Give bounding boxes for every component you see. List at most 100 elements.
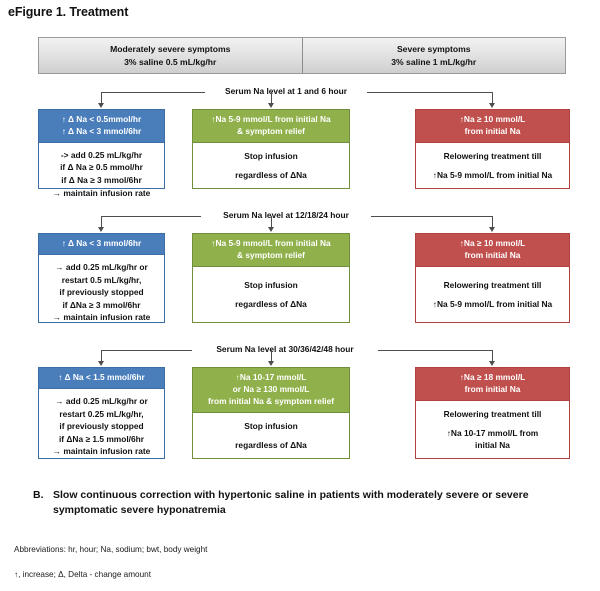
box-body-line: Stop infusion [244, 151, 298, 162]
box-head-line: from initial Na & symptom relief [207, 395, 335, 406]
connector-rail-2: Serum Na level at 12/18/24 hour [0, 208, 600, 232]
box-body-line: restart 0.5 mL/kg/hr, [61, 274, 142, 285]
box-head-line: ↑Na ≥ 10 mmol/L [459, 114, 526, 124]
box-head: ↑Na ≥ 10 mmol/L from initial Na [416, 110, 569, 143]
arrow-down-icon-red [489, 103, 495, 108]
box-body: Relowering treatment till ↑Na 5-9 mmol/L… [416, 267, 569, 322]
box-body-line: if ΔNa ≥ 3 mmol/6hr [62, 299, 141, 310]
box-head: ↑Na 10-17 mmol/L or Na ≥ 130 mmol/L from… [193, 368, 349, 413]
box-body-line: → maintain infusion rate [52, 446, 151, 457]
header-cell-line1: Severe symptoms [396, 44, 471, 55]
box-body-line: → maintain infusion rate [52, 312, 151, 323]
rail-drop-red [492, 216, 493, 228]
box-body-line: regardless of ΔNa [235, 298, 307, 309]
box-head-line: ↑Na ≥ 18 mmol/L [459, 372, 526, 382]
connector-rail-1: Serum Na level at 1 and 6 hour [0, 84, 600, 108]
box-body: -> add 0.25 mL/kg/hr if Δ Na ≥ 0.5 mmol/… [39, 143, 164, 204]
box-body: Stop infusion regardless of ΔNa [193, 143, 349, 188]
box-body-line: -> add 0.25 mL/kg/hr [60, 149, 143, 160]
header-cell-line2: 3% saline 0.5 mL/kg/hr [124, 56, 217, 67]
box-red-row-2: ↑Na ≥ 10 mmol/L from initial Na Reloweri… [415, 233, 570, 323]
box-body-line: if previously stopped [59, 287, 144, 298]
arrow-down-icon-blue [98, 103, 104, 108]
box-body-line: Stop infusion [244, 421, 298, 432]
box-body-line: ↑Na 5-9 mmol/L from initial Na [432, 298, 553, 309]
box-head-line: from initial Na [464, 125, 521, 136]
rail-drop-blue [101, 92, 102, 104]
box-head: ↑Na ≥ 18 mmol/L from initial Na [416, 368, 569, 401]
page-title: eFigure 1. Treatment [8, 5, 129, 19]
box-green-row-1: ↑Na 5-9 mmol/L from initial Na & symptom… [192, 109, 350, 189]
box-body: Stop infusion regardless of ΔNa [193, 413, 349, 458]
header-cell-line1: Moderately severe symptoms [110, 44, 231, 55]
figure-caption: B. Slow continuous correction with hyper… [33, 488, 563, 518]
rail-drop-red [492, 92, 493, 104]
rail-drop-blue [101, 350, 102, 362]
box-body: → add 0.25 mL/kg/hr or restart 0.5 mL/kg… [39, 255, 164, 329]
rail-label-3: Serum Na level at 30/36/42/48 hour [192, 344, 378, 354]
symptom-header-bar: Moderately severe symptoms 3% saline 0.5… [38, 37, 566, 74]
arrow-down-icon-green [268, 361, 274, 366]
rail-drop-green [271, 92, 272, 104]
box-body-line: ↑Na 10-17 mmol/L from [446, 427, 539, 438]
box-green-row-3: ↑Na 10-17 mmol/L or Na ≥ 130 mmol/L from… [192, 367, 350, 459]
box-head-line: ↑Na 10-17 mmol/L [235, 372, 307, 382]
rail-drop-green [271, 350, 272, 362]
box-body-line: regardless of ΔNa [235, 169, 307, 180]
box-head-line: & symptom relief [237, 125, 305, 136]
box-body-line: → add 0.25 mL/kg/hr or [55, 261, 148, 272]
box-head-line: from initial Na [464, 249, 521, 260]
connector-rail-3: Serum Na level at 30/36/42/48 hour [0, 342, 600, 366]
header-cell-line2: 3% saline 1 mL/kg/hr [391, 56, 477, 67]
rail-line-right [355, 92, 493, 93]
box-head: ↑ Δ Na < 3 mmol/6hr [39, 234, 164, 255]
box-head-line: from initial Na [464, 383, 521, 394]
box-body-line: Relowering treatment till [443, 280, 542, 291]
box-body: → add 0.25 mL/kg/hr or restart 0.25 mL/k… [39, 389, 164, 463]
box-head-line: ↑ Δ Na < 3 mmol/6hr [61, 125, 142, 136]
box-blue-row-1: ↑ Δ Na < 0.5mmol/hr ↑ Δ Na < 3 mmol/6hr … [38, 109, 165, 198]
abbreviations-note: Abbreviations: hr, hour; Na, sodium; bwt… [14, 545, 208, 554]
box-body-line: if ΔNa ≥ 1.5 mmol/6hr [58, 433, 145, 444]
box-head-line: & symptom relief [237, 249, 305, 260]
symbols-note: ↑, increase; Δ, Delta - change amount [14, 570, 151, 579]
rail-line-left [101, 92, 209, 93]
box-body: Stop infusion regardless of ΔNa [193, 267, 349, 322]
box-body-line: Relowering treatment till [443, 409, 542, 419]
box-head: ↑ Δ Na < 1.5 mmol/6hr [39, 368, 164, 389]
arrow-down-icon-red [489, 361, 495, 366]
box-red-row-1: ↑Na ≥ 10 mmol/L from initial Na Reloweri… [415, 109, 570, 189]
box-blue-row-2: ↑ Δ Na < 3 mmol/6hr → add 0.25 mL/kg/hr … [38, 233, 165, 323]
rail-line-right [366, 350, 493, 351]
box-body-line: restart 0.25 mL/kg/hr, [59, 408, 144, 419]
rail-line-right [359, 216, 493, 217]
box-body-line: if Δ Na ≥ 3 mmol/6hr [61, 175, 142, 186]
rail-drop-red [492, 350, 493, 362]
box-body-line: → maintain infusion rate [52, 187, 151, 198]
box-head-line: or Na ≥ 130 mmol/L [232, 383, 310, 394]
box-red-row-3: ↑Na ≥ 18 mmol/L from initial Na Reloweri… [415, 367, 570, 459]
box-head-line: ↑ Δ Na < 3 mmol/6hr [61, 238, 142, 248]
box-body-line: if previously stopped [59, 421, 144, 432]
box-head: ↑Na 5-9 mmol/L from initial Na & symptom… [193, 234, 349, 267]
rail-label-1: Serum Na level at 1 and 6 hour [205, 86, 367, 96]
arrow-down-icon-blue [98, 361, 104, 366]
arrow-down-icon-green [268, 227, 274, 232]
box-body-line: ↑Na 5-9 mmol/L from initial Na [432, 169, 553, 180]
arrow-down-icon-red [489, 227, 495, 232]
box-head-line: ↑Na 5-9 mmol/L from initial Na [211, 114, 331, 124]
box-head-line: ↑ Δ Na < 0.5mmol/hr [61, 114, 142, 124]
box-head-line: ↑Na ≥ 10 mmol/L [459, 238, 526, 248]
box-body-line: Relowering treatment till [443, 151, 542, 162]
box-body: Relowering treatment till ↑Na 10-17 mmol… [416, 401, 569, 458]
box-body: Relowering treatment till ↑Na 5-9 mmol/L… [416, 143, 569, 188]
rail-line-left [101, 216, 205, 217]
box-head-line: ↑ Δ Na < 1.5 mmol/6hr [58, 372, 145, 382]
box-green-row-2: ↑Na 5-9 mmol/L from initial Na & symptom… [192, 233, 350, 323]
box-head-line: ↑Na 5-9 mmol/L from initial Na [211, 238, 331, 248]
rail-drop-blue [101, 216, 102, 228]
rail-drop-green [271, 216, 272, 228]
box-body-line: Stop infusion [244, 280, 298, 291]
box-body-line: regardless of ΔNa [235, 439, 307, 450]
caption-text: Slow continuous correction with hyperton… [53, 489, 529, 516]
